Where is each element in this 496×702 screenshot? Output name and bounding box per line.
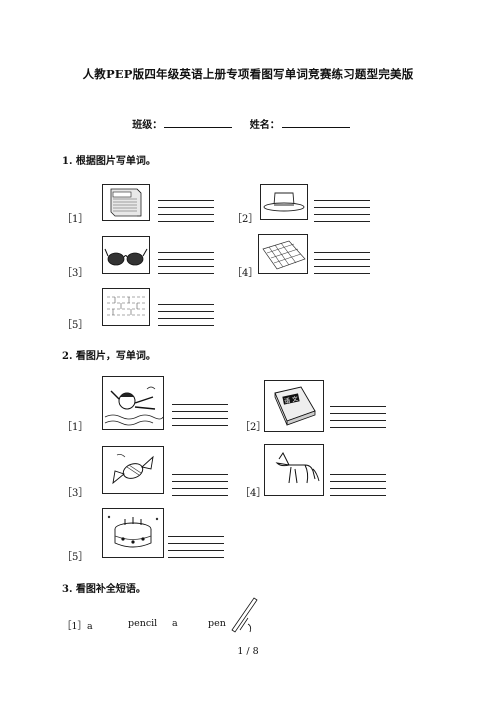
chinese-book-icon: 语 文 <box>264 380 324 432</box>
s2-item1-lines[interactable] <box>172 398 228 426</box>
s2-item2-lines[interactable] <box>330 400 386 428</box>
s2-item4-label: ［4］ <box>240 488 267 499</box>
s1-item1-lines[interactable] <box>158 194 214 222</box>
s1-item2-lines[interactable] <box>314 194 370 222</box>
s1-item1-label: ［1］ <box>62 214 89 225</box>
s2-item5-lines[interactable] <box>168 530 224 558</box>
page-number: 1 / 8 <box>237 646 259 657</box>
s2-item1-label: ［1］ <box>62 422 89 433</box>
class-blank[interactable] <box>164 118 233 128</box>
pencil-pen-icon <box>226 594 262 634</box>
s1-item3-lines[interactable] <box>158 246 214 274</box>
section1-heading: 1. 根据图片写单词。 <box>62 156 156 167</box>
name-label: 姓名： <box>249 120 280 131</box>
s1-item2-label: ［2］ <box>232 214 259 225</box>
s2-item3-label: ［3］ <box>62 488 89 499</box>
swimming-boy-icon <box>102 376 164 430</box>
page-title: 人教PEP版四年级英语上册专项看图写单词竞赛练习题型完美版 <box>82 67 414 81</box>
cake-icon <box>102 508 164 558</box>
s1-item5-label: ［5］ <box>62 320 89 331</box>
s2-item5-label: ［5］ <box>62 552 89 563</box>
wall-icon <box>102 288 150 326</box>
s3-word-pen: pen <box>208 618 226 629</box>
floor-icon <box>258 234 308 274</box>
book-cover-text: 语 文 <box>284 395 299 406</box>
book-icon <box>102 184 150 221</box>
s3-word-pencil: pencil <box>128 618 158 629</box>
student-info-fields: 班级： 姓名： <box>0 116 496 131</box>
glasses-icon <box>102 236 150 274</box>
candy-icon <box>102 446 164 494</box>
section3-heading: 3. 看图补全短语。 <box>62 584 146 595</box>
s2-item2-label: ［2］ <box>240 422 267 433</box>
s1-item4-lines[interactable] <box>314 246 370 274</box>
s3-word-a: a <box>172 618 178 629</box>
name-blank[interactable] <box>281 118 350 128</box>
s2-item3-lines[interactable] <box>172 468 228 496</box>
s1-item3-label: ［3］ <box>62 268 89 279</box>
s1-item5-lines[interactable] <box>158 298 214 326</box>
s2-item4-lines[interactable] <box>330 468 386 496</box>
class-label: 班级： <box>132 120 163 131</box>
section2-heading: 2. 看图片，写单词。 <box>62 351 156 362</box>
s3-item1-label: ［1］a <box>62 621 93 632</box>
s1-item4-label: ［4］ <box>232 268 259 279</box>
horse-icon <box>264 444 324 496</box>
hat-icon <box>260 184 308 220</box>
